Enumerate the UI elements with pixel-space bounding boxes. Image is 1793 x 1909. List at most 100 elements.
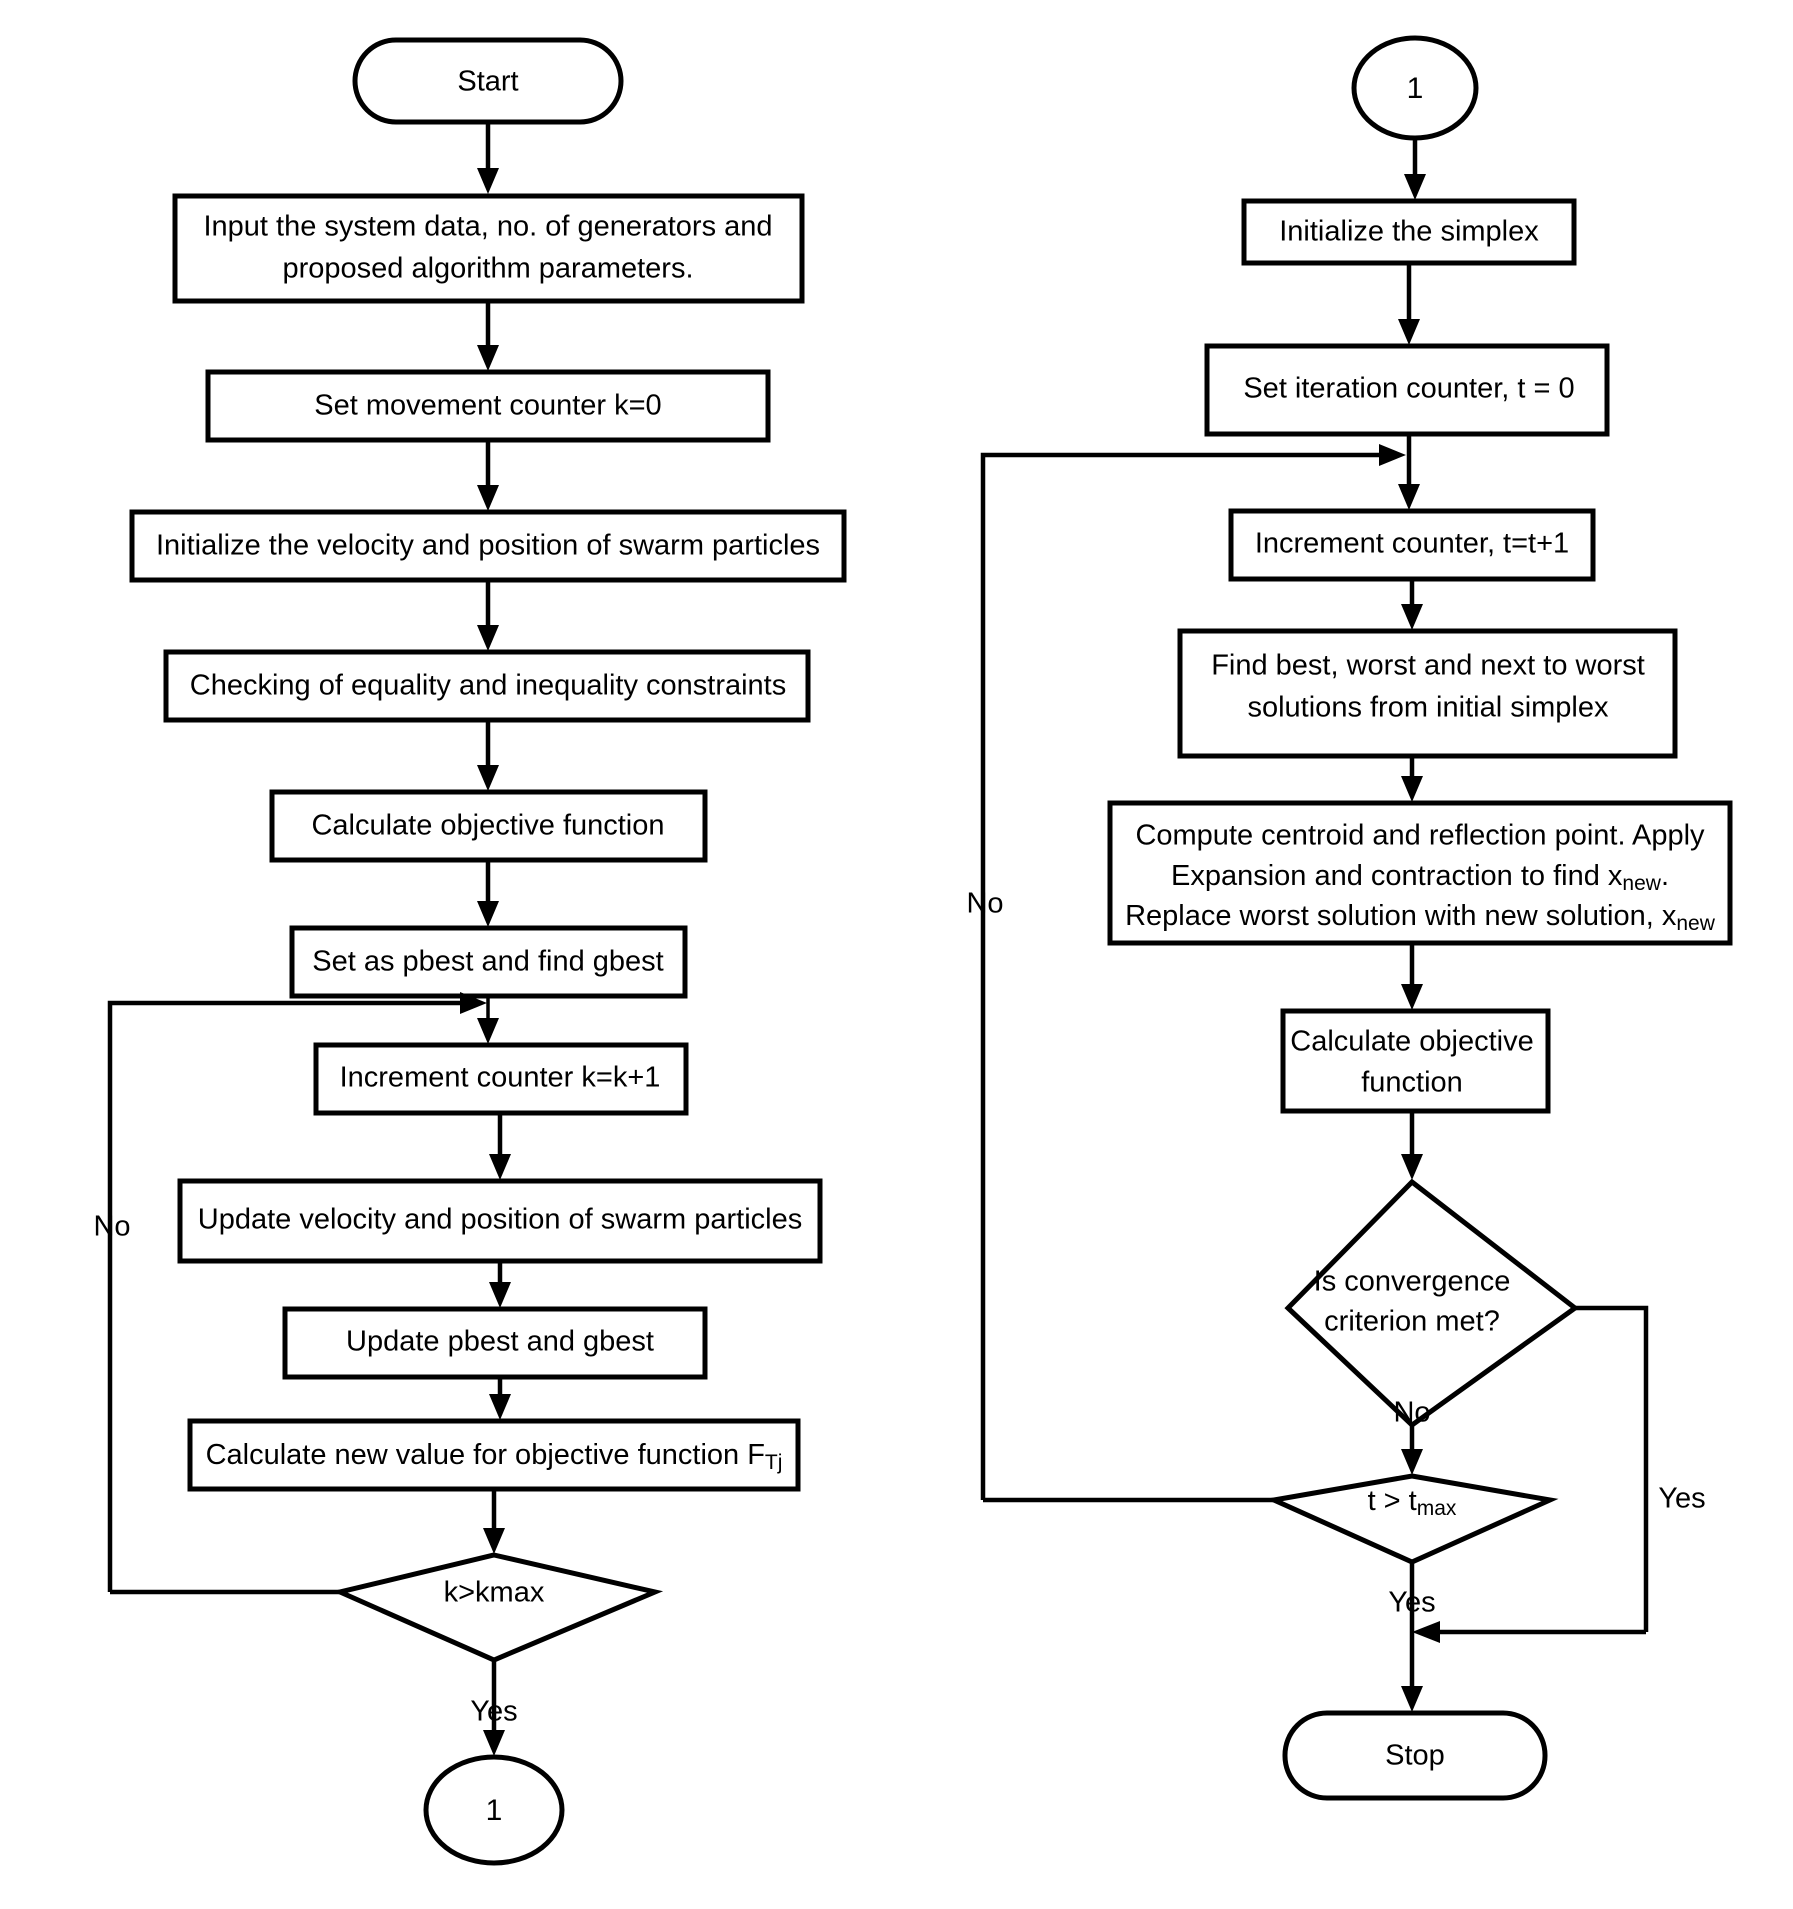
node-t-greater-tmax: t > tmax — [1265, 1473, 1559, 1565]
k-greater-kmax-label: k>kmax — [444, 1577, 545, 1609]
edge-convergence-yes-right: Yes — [1575, 1305, 1706, 1632]
node-find-best-worst: Find best, worst and next to worst solut… — [1177, 628, 1678, 759]
node-is-convergence: Is convergence criterion met? — [1284, 1178, 1580, 1429]
increment-counter-t-shape — [1228, 508, 1596, 582]
set-movement-counter-label: Set movement counter k=0 — [314, 390, 661, 422]
edge-findbest-to-compute — [1401, 756, 1423, 802]
compute-centroid-line3-sub: new — [1676, 912, 1715, 935]
initialize-swarm-label: Initialize the velocity and position of … — [156, 530, 820, 562]
find-best-worst-label-line2: solutions from initial simplex — [1247, 692, 1609, 724]
initialize-simplex-shape — [1241, 198, 1577, 266]
node-connector-1-top: 1 — [1351, 35, 1479, 141]
edge-check-to-calcobj — [477, 720, 499, 791]
compute-centroid-label-line1: Compute centroid and reflection point. A… — [1135, 820, 1705, 852]
node-input-data: Input the system data, no. of generators… — [172, 193, 805, 304]
edge-yes-right-merge — [1412, 1621, 1646, 1643]
increment-counter-k-label: Increment counter k=k+1 — [340, 1062, 661, 1094]
edge-calcobj-to-pbest — [477, 860, 499, 927]
edge-connector1-to-initsimplex — [1404, 138, 1426, 200]
update-pbest-gbest-label: Update pbest and gbest — [346, 1326, 654, 1358]
edge-incrementt-to-findbest — [1401, 579, 1423, 630]
compute-centroid-shape — [1107, 800, 1733, 946]
is-convergence-label-line2: criterion met? — [1324, 1306, 1500, 1338]
compute-centroid-line3-main: Replace worst solution with new solution… — [1125, 900, 1677, 932]
edge-setiter-to-incrementt — [1398, 434, 1420, 510]
t-greater-tmax-sub: max — [1417, 1497, 1457, 1520]
find-best-worst-label-line1: Find best, worst and next to worst — [1211, 650, 1645, 682]
right-yes-bottom-label: Yes — [1388, 1587, 1435, 1619]
edge-initsimplex-to-setiter — [1398, 263, 1420, 345]
node-calculate-objective: Calculate objective function — [269, 789, 708, 863]
t-greater-tmax-main: t > t — [1368, 1485, 1417, 1517]
calculate-new-value-sub1: T — [765, 1451, 778, 1474]
edge-setcounter-to-initswarm — [477, 440, 499, 511]
input-data-shape — [172, 193, 805, 304]
update-pbest-gbest-shape — [282, 1306, 708, 1380]
edge-convergence-no-down: No — [1393, 1397, 1431, 1475]
edge-incrementk-to-update — [489, 1113, 511, 1180]
calculate-objective-2-label-line1: Calculate objective — [1290, 1026, 1533, 1058]
node-check-constraints: Checking of equality and inequality cons… — [163, 649, 811, 723]
set-iteration-counter-shape — [1204, 343, 1610, 437]
check-constraints-label: Checking of equality and inequality cons… — [190, 670, 786, 702]
node-set-movement-counter: Set movement counter k=0 — [205, 369, 771, 443]
edge-right-no-feedback-loop: No — [966, 444, 1406, 1500]
edge-updatepbest-to-calcnew — [489, 1377, 511, 1420]
node-set-pbest-gbest: Set as pbest and find gbest — [289, 925, 688, 999]
connector-1-bottom-shape — [423, 1754, 565, 1866]
node-initialize-simplex: Initialize the simplex — [1241, 198, 1577, 266]
set-pbest-gbest-label: Set as pbest and find gbest — [312, 946, 663, 978]
node-stop: Stop — [1282, 1710, 1548, 1801]
input-data-label-line2: proposed algorithm parameters. — [282, 253, 693, 285]
calculate-new-value-label: Calculate new value for objective functi… — [206, 1439, 783, 1474]
node-increment-counter-t: Increment counter, t=t+1 — [1228, 508, 1596, 582]
connector-1-bottom-label: 1 — [486, 1794, 503, 1827]
right-no-mid-label: No — [1393, 1397, 1430, 1429]
node-increment-counter-k: Increment counter k=k+1 — [313, 1042, 689, 1116]
is-convergence-shape — [1284, 1178, 1580, 1429]
left-yes-label: Yes — [470, 1696, 517, 1728]
node-update-velocity-position: Update velocity and position of swarm pa… — [177, 1178, 823, 1264]
edge-input-to-setcounter — [477, 301, 499, 371]
stop-label: Stop — [1385, 1740, 1445, 1772]
edge-decision-yes-down: Yes — [470, 1660, 518, 1756]
compute-centroid-label-line3: Replace worst solution with new solution… — [1125, 900, 1716, 935]
node-initialize-swarm: Initialize the velocity and position of … — [129, 509, 847, 583]
edge-update-to-updatepbest — [489, 1261, 511, 1308]
edge-calcnew-to-decision — [483, 1489, 505, 1554]
connector-1-top-label: 1 — [1407, 72, 1424, 105]
input-data-label-line1: Input the system data, no. of generators… — [203, 211, 772, 243]
compute-centroid-line2-tail: . — [1661, 860, 1669, 892]
find-best-worst-shape — [1177, 628, 1678, 759]
compute-centroid-line2-sub: new — [1622, 872, 1661, 895]
initialize-simplex-label: Initialize the simplex — [1279, 216, 1539, 248]
node-compute-centroid: Compute centroid and reflection point. A… — [1107, 800, 1733, 946]
edge-compute-to-calcobj2 — [1401, 943, 1423, 1010]
node-k-greater-kmax: k>kmax — [332, 1552, 664, 1663]
initialize-swarm-shape — [129, 509, 847, 583]
increment-counter-t-label: Increment counter, t=t+1 — [1255, 528, 1569, 560]
edge-calcobj2-to-convergence — [1401, 1111, 1423, 1180]
node-start: Start — [352, 37, 624, 125]
right-no-label: No — [966, 888, 1003, 920]
right-yes-label: Yes — [1658, 1483, 1705, 1515]
edge-no-feedback-loop-left — [107, 992, 487, 1592]
update-velocity-position-label: Update velocity and position of swarm pa… — [198, 1204, 802, 1236]
calculate-objective-2-shape — [1280, 1008, 1551, 1114]
edge-pbest-to-incrementk — [477, 996, 499, 1044]
calculate-objective-label: Calculate objective function — [311, 810, 664, 842]
edge-start-to-input — [477, 122, 499, 194]
node-calculate-new-value: Calculate new value for objective functi… — [187, 1418, 801, 1492]
calculate-objective-2-label-line2: function — [1361, 1067, 1463, 1099]
node-calculate-objective-2: Calculate objective function — [1280, 1008, 1551, 1114]
is-convergence-label-line1: Is convergence — [1314, 1266, 1511, 1298]
left-no-label: No — [93, 1211, 130, 1243]
t-greater-tmax-label: t > tmax — [1368, 1485, 1457, 1520]
node-set-iteration-counter: Set iteration counter, t = 0 — [1204, 343, 1610, 437]
edge-tmax-yes-down: Yes — [1388, 1562, 1436, 1712]
calculate-new-value-sub2: j — [777, 1451, 783, 1474]
compute-centroid-label-line2: Expansion and contraction to find xnew. — [1171, 860, 1669, 895]
stop-shape — [1282, 1710, 1548, 1801]
